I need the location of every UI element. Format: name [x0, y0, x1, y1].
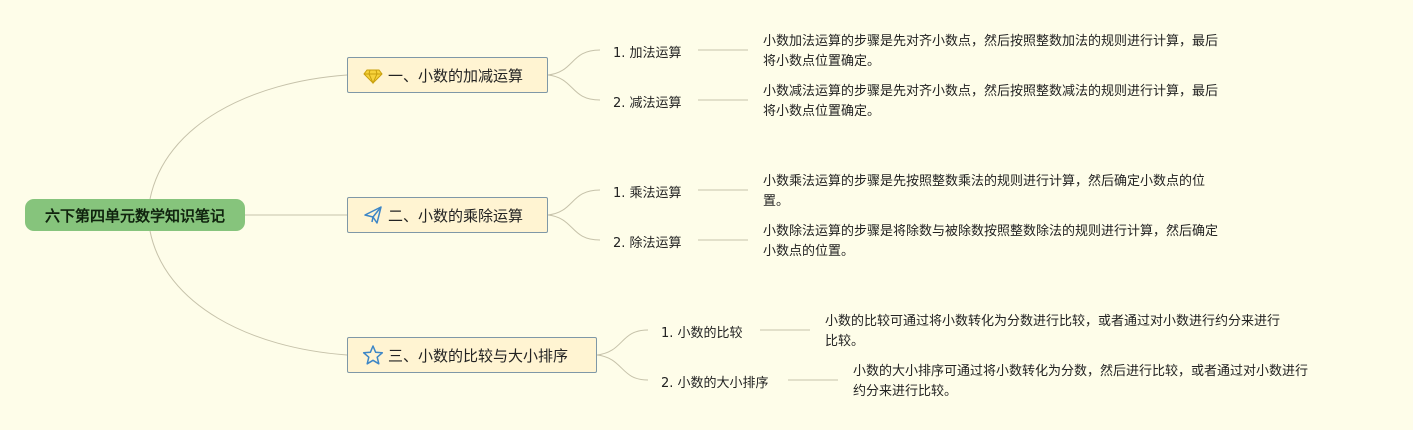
branch-node-1[interactable]: 一、小数的加减运算	[347, 57, 548, 93]
description-line: 小数点的位置。	[763, 244, 855, 259]
leaf-label: 2. 减法运算	[613, 96, 682, 111]
paper-plane-icon	[362, 204, 384, 226]
root-node[interactable]: 六下第四单元数学知识笔记	[25, 199, 245, 231]
description-line: 小数的大小排序可通过将小数转化为分数，然后进行比较，或者通过对小数进行	[853, 364, 1309, 379]
description-2-1: 小数乘法运算的步骤是先按照整数乘法的规则进行计算，然后确定小数点的位 置。	[763, 172, 1205, 212]
leaf-node-3-1[interactable]: 1. 小数的比较	[661, 322, 743, 341]
description-line: 小数减法运算的步骤是先对齐小数点，然后按照整数减法的规则进行计算，最后	[763, 84, 1219, 99]
description-3-1: 小数的比较可通过将小数转化为分数进行比较，或者通过对小数进行约分来进行 比较。	[825, 312, 1280, 352]
star-icon	[362, 344, 384, 366]
branch-label: 一、小数的加减运算	[388, 66, 524, 85]
link-branch-3-leaf-1	[596, 329, 649, 356]
leaf-label: 2. 小数的大小排序	[661, 376, 769, 391]
diamond-icon	[362, 64, 384, 86]
description-1-1: 小数加法运算的步骤是先对齐小数点，然后按照整数加法的规则进行计算，最后 将小数点…	[763, 32, 1218, 72]
leaf-node-2-2[interactable]: 2. 除法运算	[613, 232, 682, 251]
description-line: 置。	[763, 194, 790, 209]
leaf-label: 1. 乘法运算	[613, 186, 682, 201]
description-1-2: 小数减法运算的步骤是先对齐小数点，然后按照整数减法的规则进行计算，最后 将小数点…	[763, 82, 1218, 122]
link-branch-3-leaf-2	[596, 354, 649, 381]
leaf-label: 1. 加法运算	[613, 46, 682, 61]
link-root-branch-1	[149, 74, 348, 200]
description-3-2: 小数的大小排序可通过将小数转化为分数，然后进行比较，或者通过对小数进行 约分来进…	[853, 362, 1308, 402]
description-line: 小数加法运算的步骤是先对齐小数点，然后按照整数加法的规则进行计算，最后	[763, 34, 1219, 49]
link-branch-1-leaf-2	[547, 74, 601, 101]
description-2-2: 小数除法运算的步骤是将除数与被除数按照整数除法的规则进行计算，然后确定 小数点的…	[763, 222, 1218, 262]
branch-node-2[interactable]: 二、小数的乘除运算	[347, 197, 548, 233]
leaf-node-2-1[interactable]: 1. 乘法运算	[613, 182, 682, 201]
description-line: 小数乘法运算的步骤是先按照整数乘法的规则进行计算，然后确定小数点的位	[763, 174, 1206, 189]
description-line: 将小数点位置确定。	[763, 54, 881, 69]
leaf-node-1-1[interactable]: 1. 加法运算	[613, 42, 682, 61]
description-line: 小数的比较可通过将小数转化为分数进行比较，或者通过对小数进行约分来进行	[825, 314, 1281, 329]
leaf-label: 1. 小数的比较	[661, 326, 743, 341]
leaf-node-3-2[interactable]: 2. 小数的大小排序	[661, 372, 769, 391]
leaf-node-1-2[interactable]: 2. 减法运算	[613, 92, 682, 111]
link-root-branch-3	[149, 230, 348, 356]
branch-label: 三、小数的比较与大小排序	[388, 346, 569, 365]
description-line: 比较。	[825, 334, 865, 349]
root-label: 六下第四单元数学知识笔记	[44, 206, 225, 225]
leaf-label: 2. 除法运算	[613, 236, 682, 251]
branch-node-3[interactable]: 三、小数的比较与大小排序	[347, 337, 597, 373]
link-branch-2-leaf-2	[547, 214, 601, 241]
description-line: 约分来进行比较。	[853, 384, 958, 399]
description-line: 小数除法运算的步骤是将除数与被除数按照整数除法的规则进行计算，然后确定	[763, 224, 1219, 239]
link-branch-2-leaf-1	[547, 189, 601, 216]
branch-label: 二、小数的乘除运算	[388, 206, 524, 225]
description-line: 将小数点位置确定。	[763, 104, 881, 119]
link-branch-1-leaf-1	[547, 49, 601, 76]
